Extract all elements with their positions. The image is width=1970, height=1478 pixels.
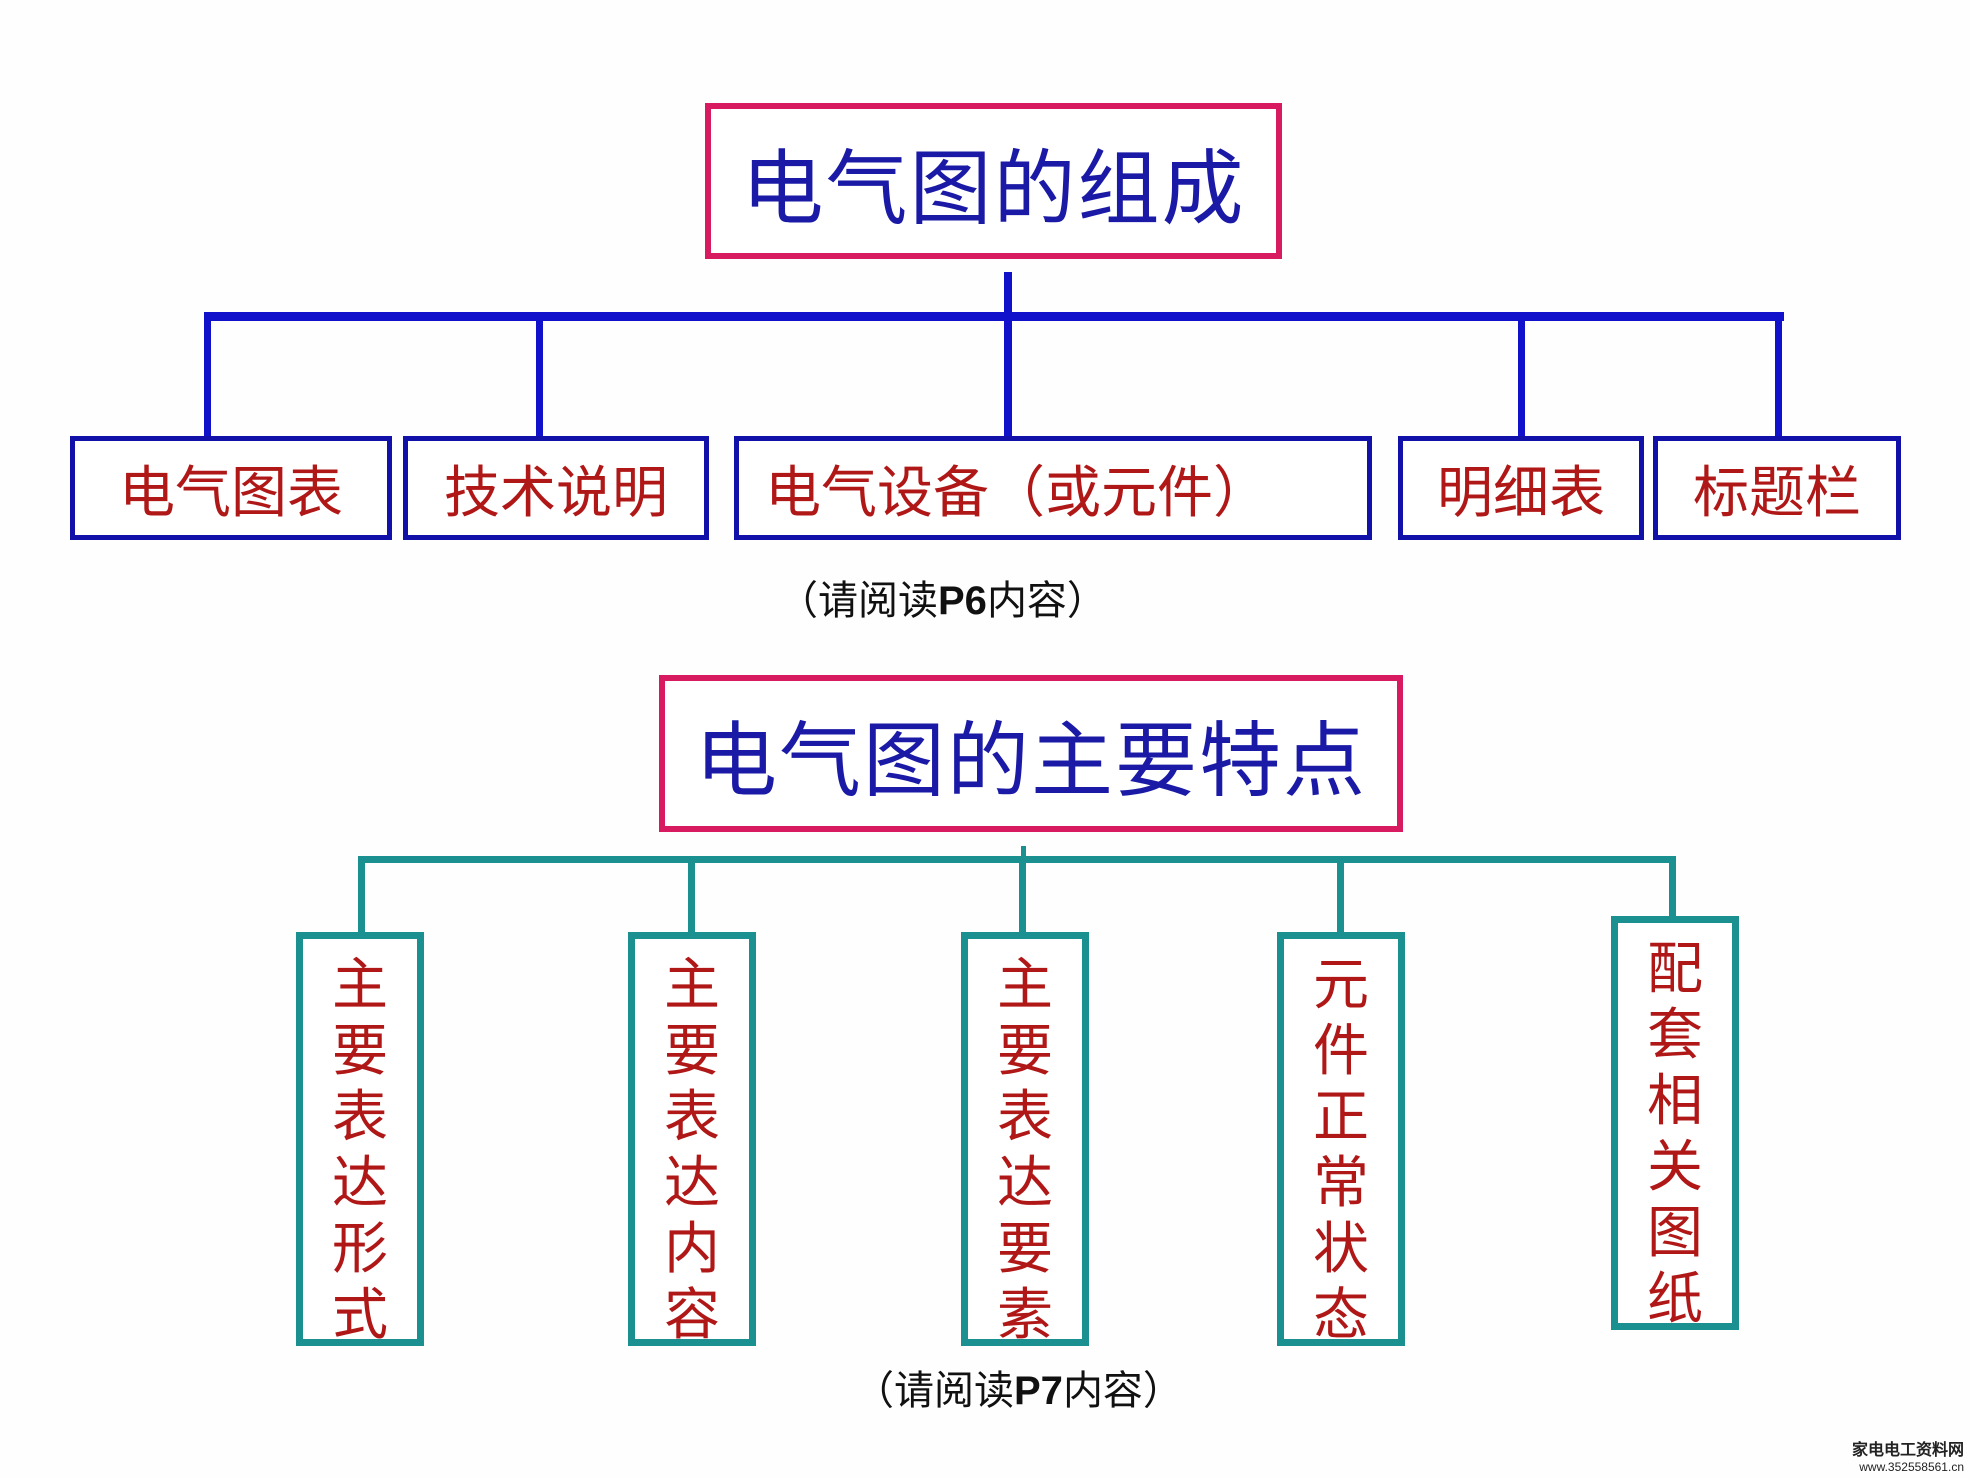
vertical-char: 主 — [332, 953, 388, 1018]
component-box-4: 明细表 — [1398, 436, 1644, 540]
vertical-char: 内 — [664, 1217, 720, 1282]
vertical-char: 表 — [997, 1085, 1053, 1150]
component-label-3: 电气设备（或元件） — [765, 460, 1269, 526]
tree1-drop-5 — [1775, 312, 1782, 438]
vertical-char: 表 — [332, 1085, 388, 1150]
vertical-char: 要 — [997, 1019, 1053, 1084]
tree2-drop-3 — [1019, 856, 1026, 936]
vertical-char: 达 — [332, 1151, 388, 1216]
note-prefix: （请阅读 — [778, 578, 938, 624]
tree2-bus — [358, 856, 1676, 863]
tree2-drop-1 — [358, 856, 365, 936]
feature-box-4: 元件正常状态 — [1277, 932, 1405, 1349]
vertical-char: 正 — [1313, 1085, 1369, 1150]
vertical-char: 达 — [664, 1151, 720, 1216]
component-label-4: 明细表 — [1437, 460, 1605, 526]
vertical-char: 式 — [332, 1283, 388, 1348]
tree1-drop-3 — [1004, 312, 1012, 438]
component-label-2: 技术说明 — [444, 460, 668, 526]
composition-title-box: 电气图的组成 — [705, 103, 1282, 259]
feature-label-1: 主要表达形式 — [332, 953, 388, 1349]
vertical-char: 达 — [997, 1151, 1053, 1216]
component-box-5: 标题栏 — [1653, 436, 1901, 540]
tree2-drop-5 — [1669, 856, 1676, 920]
vertical-char: 形 — [332, 1217, 388, 1282]
watermark: 家电电工资料网 www.352558561.cn — [1852, 1436, 1964, 1474]
feature-label-3: 主要表达要素 — [997, 953, 1053, 1349]
note-page: P7 — [1014, 1369, 1063, 1413]
tree1-stem — [1004, 272, 1012, 317]
vertical-char: 表 — [664, 1085, 720, 1150]
vertical-char: 状 — [1313, 1217, 1369, 1282]
vertical-char: 配 — [1647, 937, 1703, 1002]
features-title: 电气图的主要特点 — [694, 714, 1367, 809]
note-prefix: （请阅读 — [854, 1368, 1014, 1414]
features-title-box: 电气图的主要特点 — [659, 675, 1403, 832]
tree1-drop-2 — [536, 312, 543, 438]
vertical-char: 纸 — [1647, 1267, 1703, 1332]
tree1-bus — [204, 312, 1784, 321]
feature-box-2: 主要表达内容 — [628, 932, 756, 1349]
vertical-char: 要 — [664, 1019, 720, 1084]
note-suffix: 内容） — [986, 578, 1107, 624]
vertical-char: 素 — [997, 1283, 1053, 1348]
tree1-drop-4 — [1518, 312, 1525, 438]
watermark-name: 家电电工资料网 — [1851, 1442, 1964, 1459]
vertical-char: 相 — [1647, 1069, 1703, 1134]
component-label-1: 电气图表 — [119, 460, 343, 526]
vertical-char: 态 — [1313, 1283, 1369, 1348]
feature-label-4: 元件正常状态 — [1313, 953, 1369, 1349]
composition-title: 电气图的组成 — [741, 141, 1246, 237]
note-page: P6 — [938, 579, 987, 623]
vertical-char: 关 — [1647, 1135, 1703, 1200]
vertical-char: 件 — [1313, 1019, 1369, 1084]
component-box-2: 技术说明 — [403, 436, 709, 540]
feature-label-2: 主要表达内容 — [664, 953, 720, 1349]
vertical-char: 常 — [1313, 1151, 1369, 1216]
vertical-char: 要 — [332, 1019, 388, 1084]
vertical-char: 元 — [1313, 953, 1369, 1018]
tree2-stem — [1021, 846, 1026, 860]
vertical-char: 容 — [664, 1283, 720, 1348]
feature-box-1: 主要表达形式 — [296, 932, 424, 1349]
tree1-drop-1 — [204, 312, 211, 438]
vertical-char: 图 — [1647, 1201, 1703, 1266]
vertical-char: 要 — [997, 1217, 1053, 1282]
vertical-char: 套 — [1647, 1003, 1703, 1068]
tree2-drop-4 — [1337, 856, 1344, 936]
component-label-5: 标题栏 — [1693, 460, 1861, 526]
vertical-char: 主 — [664, 953, 720, 1018]
vertical-char: 主 — [997, 953, 1053, 1018]
feature-label-5: 配套相关图纸 — [1647, 937, 1703, 1333]
watermark-url: www.352558561.cn — [1859, 1460, 1964, 1474]
feature-box-5: 配套相关图纸 — [1611, 916, 1739, 1333]
tree2-drop-2 — [688, 856, 695, 936]
component-box-3: 电气设备（或元件） — [734, 436, 1372, 540]
note-suffix: 内容） — [1062, 1368, 1183, 1414]
reading-note-p6: （请阅读P6内容） — [778, 568, 1107, 626]
feature-box-3: 主要表达要素 — [961, 932, 1089, 1349]
component-box-1: 电气图表 — [70, 436, 392, 540]
reading-note-p7: （请阅读P7内容） — [854, 1358, 1183, 1416]
